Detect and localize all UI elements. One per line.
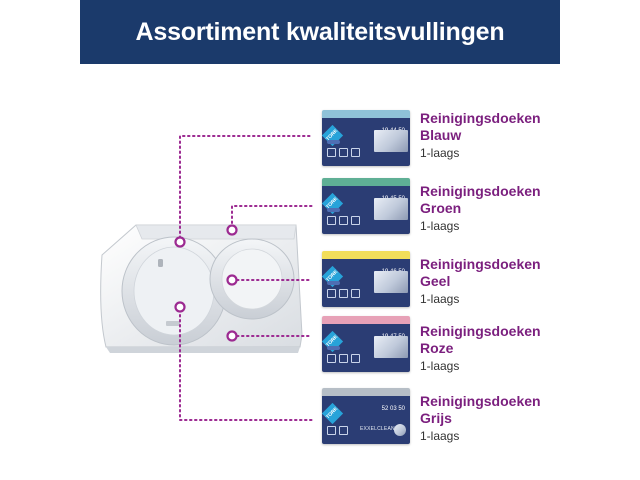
product-name: Reinigingsdoeken xyxy=(420,256,541,272)
pictogram-icon xyxy=(351,216,360,225)
product-label-geel: Reinigingsdoeken Geel 1-laags xyxy=(420,256,580,307)
pictogram-icon xyxy=(351,354,360,363)
pack-lid xyxy=(322,251,410,259)
product-ply: 1-laags xyxy=(420,359,460,373)
tork-logo-icon: TORK xyxy=(322,402,344,425)
product-photo xyxy=(374,336,408,358)
pictogram-icon xyxy=(327,426,336,435)
pack-lid xyxy=(322,178,410,186)
product-pack-roze: TORK 19 47 50 xyxy=(322,316,410,372)
product-color: Grijs xyxy=(420,410,452,426)
product-photo xyxy=(374,198,408,220)
product-name: Reinigingsdoeken xyxy=(420,110,541,126)
product-pack-grijs: TORK 52 03 50 EXXELCLEAN xyxy=(322,388,410,444)
product-ply: 1-laags xyxy=(420,146,460,160)
product-name: Reinigingsdoeken xyxy=(420,393,541,409)
product-color: Geel xyxy=(420,273,451,289)
pictogram-icon xyxy=(351,148,360,157)
pack-lid xyxy=(322,110,410,118)
product-ply: 1-laags xyxy=(420,219,460,233)
pictogram-icon xyxy=(339,426,348,435)
product-color: Blauw xyxy=(420,127,462,143)
product-pack-blauw: TORK 19 44 50 xyxy=(322,110,410,166)
product-photo xyxy=(374,130,408,152)
product-pack-groen: TORK 19 45 50 xyxy=(322,178,410,234)
pack-lid xyxy=(322,316,410,324)
pictogram-icon xyxy=(327,354,336,363)
product-label-blauw: Reinigingsdoeken Blauw 1-laags xyxy=(420,110,580,161)
product-name: Reinigingsdoeken xyxy=(420,183,541,199)
pack-lid xyxy=(322,388,410,396)
product-label-grijs: Reinigingsdoeken Grijs 1-laags xyxy=(420,393,580,444)
product-color: Roze xyxy=(420,340,454,356)
header-banner: Assortiment kwaliteitsvullingen xyxy=(80,0,560,64)
pictogram-icon xyxy=(351,289,360,298)
pictogram-icon xyxy=(327,148,336,157)
sub-brand-icon xyxy=(394,424,406,436)
product-color: Groen xyxy=(420,200,462,216)
pictogram-icon xyxy=(339,216,348,225)
pictogram-icon xyxy=(327,216,336,225)
page-title: Assortiment kwaliteitsvullingen xyxy=(135,17,505,46)
pictogram-icon xyxy=(339,148,348,157)
product-ply: 1-laags xyxy=(420,292,460,306)
product-photo xyxy=(374,271,408,293)
product-code: 52 03 50 xyxy=(381,406,405,412)
product-label-groen: Reinigingsdoeken Groen 1-laags xyxy=(420,183,580,234)
product-label-roze: Reinigingsdoeken Roze 1-laags xyxy=(420,323,580,374)
product-ply: 1-laags xyxy=(420,429,460,443)
product-sub-brand: EXXELCLEAN xyxy=(360,426,395,432)
pictogram-icon xyxy=(339,289,348,298)
dispenser-image xyxy=(100,224,303,353)
product-name: Reinigingsdoeken xyxy=(420,323,541,339)
product-pack-geel: TORK 19 46 50 xyxy=(322,251,410,307)
pictogram-icon xyxy=(327,289,336,298)
pictogram-icon xyxy=(339,354,348,363)
